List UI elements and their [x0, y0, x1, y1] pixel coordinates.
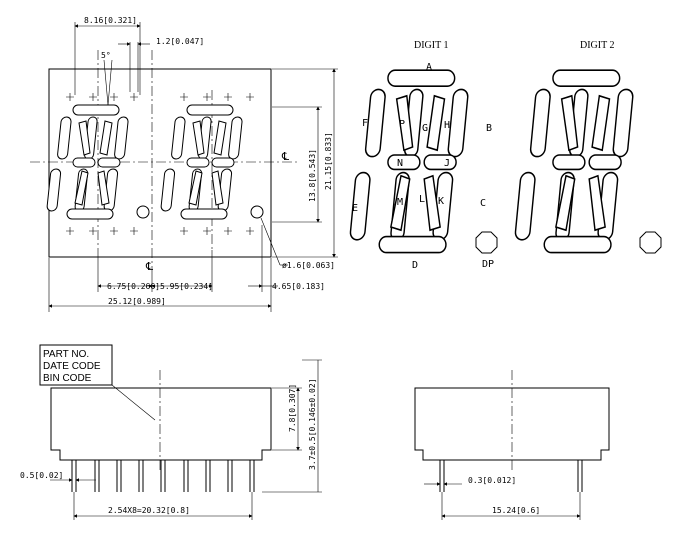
- seg-label-e: E: [352, 203, 358, 214]
- seg-label-p: P: [399, 119, 405, 130]
- digit2-title: DIGIT 2: [580, 40, 615, 51]
- dim-pitch-b: 5.95[0.234]: [160, 282, 213, 291]
- seg-label-n: N: [397, 158, 403, 169]
- seg-label-a: A: [426, 62, 432, 73]
- seg-label-k: K: [438, 196, 444, 207]
- digit1-dp: [475, 231, 498, 254]
- label-bin-code: BIN CODE: [43, 373, 92, 384]
- digit2-dp: [639, 231, 662, 254]
- seg-label-d: D: [412, 260, 418, 271]
- dim-pin-span: 2.54X8=20.32[0.8]: [108, 506, 190, 515]
- dim-angle: 5°: [101, 51, 111, 60]
- dim-pitch-a: 6.75[0.266]: [107, 282, 160, 291]
- seg-label-m: M: [397, 197, 403, 208]
- dim-offset: 1.2[0.047]: [156, 37, 204, 46]
- center-mark-right: ℄: [281, 151, 289, 163]
- side-view-left: PART NO. DATE CODE BIN CODE 7.8[0.307] 3…: [20, 344, 322, 520]
- digit2-diagram: [513, 69, 662, 254]
- dim-segment-width: 8.16[0.321]: [84, 16, 137, 25]
- end-body: [414, 387, 610, 461]
- front-view: 8.16[0.321] 1.2[0.047] 5° 13.8[0.543] 21…: [30, 16, 338, 312]
- seg-label-f: F: [362, 118, 368, 129]
- dim-overall-width: 25.12[0.989]: [108, 297, 166, 306]
- dim-body-height: 7.8[0.307]: [288, 384, 297, 432]
- front-body-outline: [48, 68, 272, 258]
- label-part-no: PART NO.: [43, 349, 89, 360]
- front-digit-left: [46, 104, 150, 220]
- digit1-diagram: [348, 69, 498, 254]
- side-body: [50, 387, 272, 461]
- seg-label-c: C: [480, 198, 486, 209]
- center-mark-bottom: ℄: [145, 261, 153, 273]
- segment-diagrams: DIGIT 1 DIGIT 2 A B C D E F G H J K L M …: [348, 40, 662, 271]
- seg-label-dp: DP: [482, 259, 494, 270]
- dim-overall-height: 21.15[0.833]: [324, 132, 333, 190]
- seg-label-l: L: [419, 194, 425, 205]
- dim-row-span: 15.24[0.6]: [492, 506, 540, 515]
- label-date-code: DATE CODE: [43, 361, 101, 372]
- seg-label-j: J: [444, 158, 450, 169]
- digit1-title: DIGIT 1: [414, 40, 449, 51]
- front-digit-right: [160, 104, 264, 220]
- label-box: [39, 344, 113, 386]
- dim-dp-diameter: ø1.6[0.063]: [282, 261, 335, 270]
- seg-label-h: H: [444, 120, 450, 131]
- seg-label-b: B: [486, 123, 492, 134]
- side-view-right: 0.3[0.012] 15.24[0.6]: [414, 370, 610, 520]
- dim-pin-width: 0.5[0.02]: [20, 471, 63, 480]
- dim-digit-height: 13.8[0.543]: [308, 149, 317, 202]
- dim-pin-thickness: 0.3[0.012]: [468, 476, 516, 485]
- dim-edge: 4.65[0.183]: [272, 282, 325, 291]
- seg-label-g: G: [422, 123, 428, 134]
- dim-pin-length: 3.7±0.5[0.146±0.02]: [308, 378, 317, 470]
